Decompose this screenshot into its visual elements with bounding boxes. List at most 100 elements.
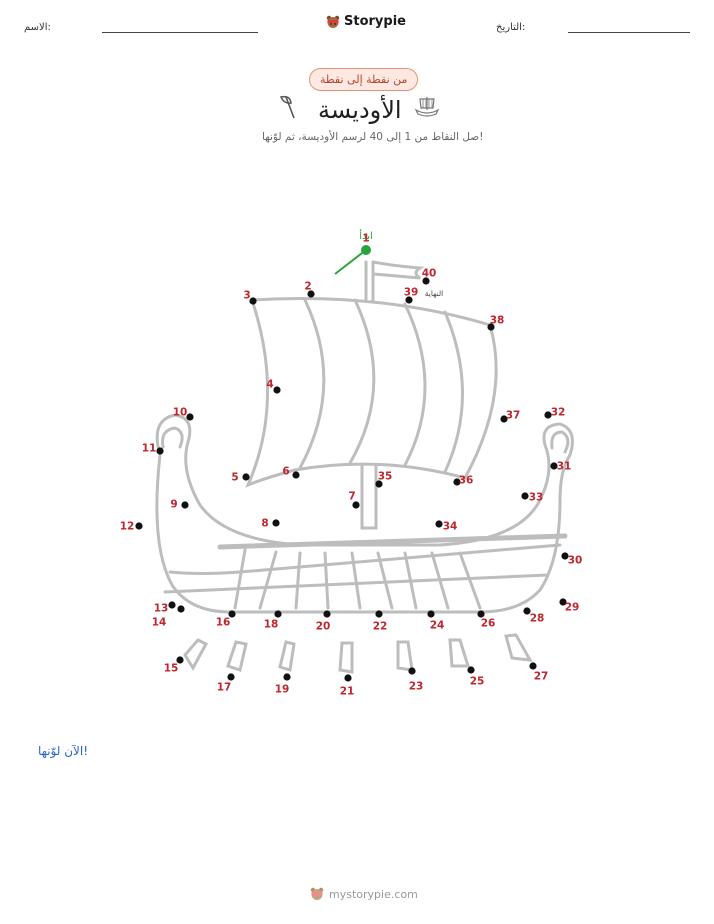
dot-number-14: 14 [152,617,167,629]
instructions: صل النقاط من 1 إلى 40 لرسم الأوديسة، ثم … [262,131,484,143]
dot-28[interactable] [523,607,531,615]
dot-number-9: 9 [170,499,177,511]
dot-17[interactable] [227,673,235,681]
dot-36[interactable] [453,478,461,486]
dot-37[interactable] [500,415,508,423]
dot-number-5: 5 [231,472,238,484]
dot-38[interactable] [487,323,495,331]
start-label: ابدأ [359,229,373,242]
footer-site: mystorypie.com [329,887,418,901]
name-label: الاسم: [24,22,51,33]
dot-40[interactable] [422,277,430,285]
dot-number-15: 15 [164,663,179,675]
dot-number-24: 24 [430,620,445,632]
activity-badge: من نقطة إلى نقطة [309,68,419,91]
dot-2[interactable] [307,290,315,298]
dot-8[interactable] [272,519,280,527]
dot-number-40: 40 [422,268,437,280]
end-label: النهاية [425,289,443,298]
dot-31[interactable] [550,462,558,470]
dot-22[interactable] [375,610,383,618]
dot-number-33: 33 [529,492,544,504]
dot-number-19: 19 [275,684,290,696]
dot-7[interactable] [352,501,360,509]
dot-number-16: 16 [216,617,231,629]
dot-number-30: 30 [568,555,583,567]
footer-bear-icon [310,887,324,900]
dot-number-3: 3 [243,290,250,302]
name-line[interactable] [102,32,258,33]
axe-icon [279,95,295,119]
dot-19[interactable] [283,673,291,681]
start-line [334,249,367,275]
dot-26[interactable] [477,610,485,618]
dot-23[interactable] [408,667,416,675]
dot-number-20: 20 [316,621,331,633]
dot-number-18: 18 [264,619,279,631]
dot-35[interactable] [375,480,383,488]
ship-icon [414,97,440,117]
dot-number-23: 23 [409,681,424,693]
dot-number-13: 13 [154,603,169,615]
dot-10[interactable] [186,413,194,421]
dot-20[interactable] [323,610,331,618]
dot-number-29: 29 [565,602,580,614]
dot-11[interactable] [156,447,164,455]
dot-12[interactable] [135,522,143,530]
dot-number-32: 32 [551,407,566,419]
dot-34[interactable] [435,520,443,528]
bear-icon [326,15,340,28]
footer: mystorypie.com [310,887,418,901]
dot-27[interactable] [529,662,537,670]
date-line[interactable] [568,32,690,33]
dot-number-38: 38 [490,315,505,327]
color-prompt: الآن لوّنها! [38,744,88,758]
dot-6[interactable] [292,471,300,479]
ship-outline [155,260,574,674]
dot-number-7: 7 [348,491,355,503]
dot-number-22: 22 [373,621,388,633]
dot-number-26: 26 [481,618,496,630]
dot-number-27: 27 [534,671,549,683]
brand-name: Storypie [344,14,406,29]
dot-29[interactable] [559,598,567,606]
dot-30[interactable] [561,552,569,560]
dot-number-39: 39 [404,287,419,299]
dot-32[interactable] [544,411,552,419]
dot-3[interactable] [249,297,257,305]
page-title: الأوديسة [318,96,402,124]
dot-24[interactable] [427,610,435,618]
start-dot[interactable] [361,245,371,255]
dot-number-35: 35 [378,471,393,483]
dot-39[interactable] [405,296,413,304]
dot-13[interactable] [168,601,176,609]
dot-number-17: 17 [217,682,232,694]
dot-number-28: 28 [530,613,545,625]
dot-number-11: 11 [142,443,157,455]
dot-number-31: 31 [557,461,572,473]
dot-18[interactable] [274,610,282,618]
dot-33[interactable] [521,492,529,500]
brand-logo: Storypie [326,14,406,29]
dot-14[interactable] [177,605,185,613]
dot-number-2: 2 [304,281,311,293]
dot-number-36: 36 [459,475,474,487]
dot-number-37: 37 [506,410,521,422]
dot-number-8: 8 [261,518,268,530]
dot-21[interactable] [344,674,352,682]
dot-number-1: 1 [362,233,369,245]
dot-9[interactable] [181,501,189,509]
dot-4[interactable] [273,386,281,394]
dot-number-10: 10 [173,407,188,419]
dot-16[interactable] [228,610,236,618]
date-label: التاريخ: [496,22,526,33]
dot-number-12: 12 [120,521,135,533]
dot-5[interactable] [242,473,250,481]
dot-number-25: 25 [470,676,485,688]
dot-15[interactable] [176,656,184,664]
dot-25[interactable] [467,666,475,674]
dot-number-21: 21 [340,686,355,698]
dot-number-4: 4 [266,379,273,391]
